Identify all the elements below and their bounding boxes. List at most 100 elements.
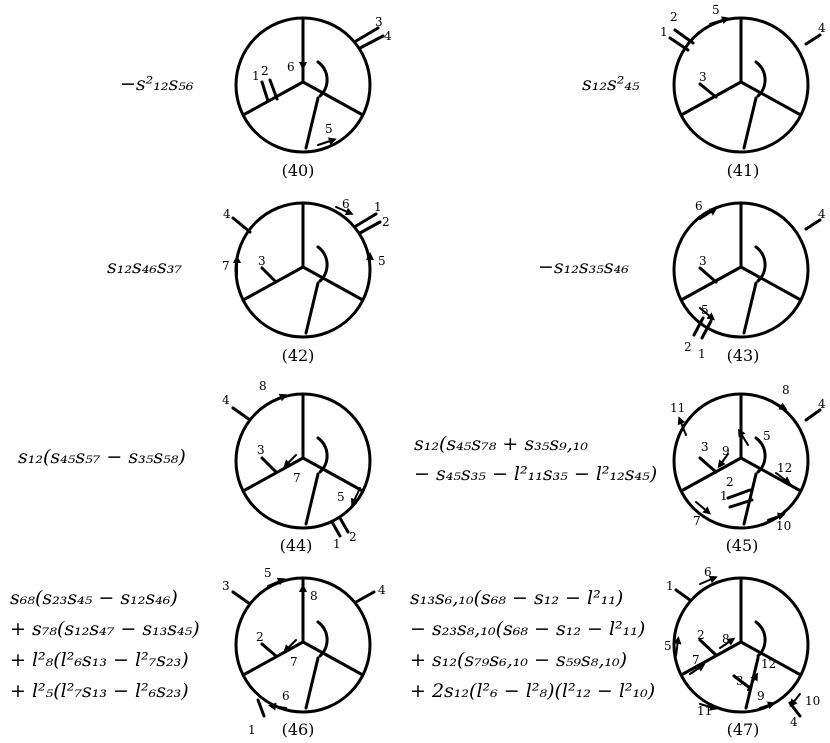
diagram-45-label-9: 9 (722, 444, 730, 458)
diagram-47-label-12: 12 (761, 657, 776, 671)
diagram-45-label-2: 2 (726, 475, 734, 489)
expr-45-line-1: s₁₂(s₄₅s₇₈ + s₃₅s₉,₁₀ (414, 433, 588, 455)
diagram-40-spoke-left (243, 80, 305, 116)
diagram-43-ext-2 (692, 316, 705, 337)
diagram-43-ext-3 (698, 266, 718, 284)
diagram-42-arrow-6 (335, 206, 354, 216)
expr-47-line-1: s₁₃s₆,₁₀(s₆₈ − s₁₂ − l²₁₁) (410, 587, 624, 609)
diagram-45-label-10: 10 (776, 519, 791, 533)
expr-47: s₁₃s₆,₁₀(s₆₈ − s₁₂ − l²₁₁) − s₂₃s₈,₁₀(s₆… (410, 586, 655, 703)
diagram-46 (231, 576, 376, 718)
diagram-41 (668, 16, 822, 154)
diagram-41-ext-2 (673, 28, 695, 45)
diagram-42-ext-2 (358, 220, 382, 235)
diagram-40-label-6: 6 (287, 60, 295, 74)
diagram-44-label-2: 2 (349, 530, 357, 544)
diagram-41-labels: 2 1 5 4 3 (660, 3, 826, 84)
diagram-40-ext-2 (268, 78, 279, 101)
diagram-43-labels: 6 4 3 5 2 1 (684, 199, 826, 361)
diagram-44-spoke-right (301, 456, 363, 492)
diagram-47-label-6: 6 (704, 565, 712, 579)
expr-43: −s₁₂s₃₅s₄₆ (538, 255, 629, 279)
caption-41: (41) (726, 161, 760, 180)
diagram-44-arrow-7 (283, 454, 297, 468)
expr-44: s₁₂(s₄₅s₅₇ − s₃₅s₅₈) (18, 445, 186, 469)
diagram-40-label-1: 1 (252, 69, 260, 83)
diagram-43-label-3: 3 (699, 254, 707, 268)
diagram-46-ext-2 (260, 642, 278, 658)
diagram-40 (234, 16, 385, 154)
diagram-44-arrow-5 (351, 487, 361, 507)
expr-45-line-2: − s₄₅s₃₅ − l²₁₁s₃₅ − l²₁₂s₄₅) (414, 463, 658, 485)
diagram-46-ext-4 (354, 590, 376, 604)
diagram-47-ext-1 (674, 588, 692, 602)
diagram-44-ext-4 (231, 406, 252, 422)
diagram-43-label-2: 2 (684, 340, 692, 354)
diagram-42-label-5: 5 (378, 254, 386, 268)
diagram-43-label-5: 5 (701, 303, 709, 317)
diagram-46-ext-3 (231, 590, 252, 606)
diagram-42-ext-3 (260, 266, 278, 284)
diagram-47-label-1: 1 (666, 579, 674, 593)
expr-40-line-1: −s²₁₂s₅₆ (120, 73, 194, 95)
diagram-44-labels: 4 8 3 7 5 1 2 (222, 379, 357, 551)
diagram-47-ext-3 (732, 674, 752, 690)
diagram-43 (672, 201, 822, 340)
diagram-40-labels: 3 4 1 2 6 5 (252, 15, 392, 136)
diagram-40-label-5: 5 (325, 122, 333, 136)
diagram-43-ext-4 (804, 218, 822, 231)
diagram-40-ext-4 (358, 34, 385, 50)
diagram-44-chord (304, 472, 320, 526)
diagram-44-ext-1 (330, 520, 342, 538)
diagram-44-label-5: 5 (337, 490, 345, 504)
diagram-47-label-5: 5 (664, 639, 672, 653)
diagram-47-label-8: 8 (722, 632, 730, 646)
diagram-47-label-4: 4 (790, 715, 798, 729)
diagram-44-label-7: 7 (293, 471, 301, 485)
diagram-42-label-7: 7 (222, 259, 230, 273)
diagram-41-label-3: 3 (699, 70, 707, 84)
diagram-46-label-5: 5 (264, 566, 272, 580)
diagram-45-label-7: 7 (693, 514, 701, 528)
diagram-45-arrow-7 (695, 501, 712, 515)
diagram-44-label-3: 3 (257, 443, 265, 457)
diagram-47-spoke-right (739, 640, 801, 676)
expr-46-line-2: + s₇₈(s₁₂s₄₇ − s₁₃s₄₅) (10, 618, 200, 640)
diagram-41-ext-4 (804, 33, 822, 46)
caption-44: (44) (279, 536, 313, 555)
diagram-41-spoke-right (739, 80, 801, 116)
caption-43: (43) (726, 346, 760, 365)
diagram-47-arrow-8 (719, 637, 736, 649)
diagram-44-label-1: 1 (333, 537, 341, 551)
diagram-41-chord (742, 96, 758, 150)
diagram-47-label-7: 7 (692, 653, 700, 667)
diagram-44-label-8: 8 (259, 379, 267, 393)
expr-46-line-4: + l²₅(l²₇s₁₃ − l²₆s₂₃) (10, 680, 189, 702)
diagram-46-label-2: 2 (256, 630, 264, 644)
diagram-40-chord (304, 96, 320, 150)
diagram-43-label-6: 6 (695, 199, 703, 213)
diagram-43-spoke-right (739, 265, 801, 301)
diagram-46-spoke-right (301, 640, 363, 676)
diagram-44-ext-3 (260, 456, 278, 474)
diagram-47 (672, 575, 810, 718)
diagram-45-ext-1 (728, 498, 754, 509)
diagram-47-label-2: 2 (697, 628, 705, 642)
diagram-45-ext-3 (698, 456, 718, 474)
diagram-45-chord (742, 472, 758, 526)
diagram-46-label-3: 3 (222, 579, 230, 593)
diagram-47-arrow-5 (673, 636, 682, 657)
diagram-47-label-9: 9 (757, 689, 765, 703)
expr-46-line-3: + l²₈(l²₆s₁₃ − l²₇s₂₃) (10, 649, 189, 671)
diagram-46-ext-1 (256, 698, 266, 718)
diagram-47-arrow-9 (759, 701, 776, 710)
diagram-41-ext-3 (698, 82, 718, 99)
expr-46: s₆₈(s₂₃s₄₅ − s₁₂s₄₆) + s₇₈(s₁₂s₄₇ − s₁₃s… (10, 586, 200, 703)
expr-43-line-1: −s₁₂s₃₅s₄₆ (538, 256, 629, 278)
diagram-47-spoke-left (681, 640, 743, 676)
diagram-45-arrow-12 (775, 472, 792, 485)
diagram-47-arrow-7 (689, 663, 706, 675)
diagram-47-label-10: 10 (805, 694, 820, 708)
diagram-43-label-4: 4 (818, 207, 826, 221)
